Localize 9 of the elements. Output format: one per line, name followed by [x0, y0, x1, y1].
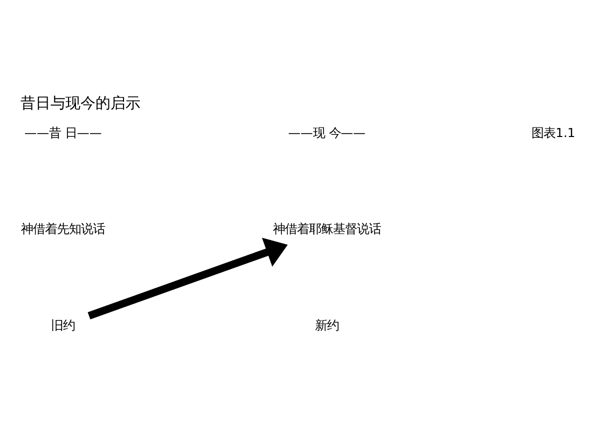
node-text: 旧约 — [51, 318, 76, 332]
label: ——昔 日—— — [24, 125, 102, 140]
label: 图表1.1 — [532, 125, 576, 140]
diagram-title: 昔日与现今的启示 — [20, 93, 141, 112]
label: 新约 — [314, 318, 339, 332]
arrow — [88, 237, 288, 319]
label: 神借着先知说话 — [21, 222, 106, 236]
node-text: 神借着耶稣基督说话 — [272, 222, 381, 236]
label: ——现 今—— — [288, 125, 366, 140]
